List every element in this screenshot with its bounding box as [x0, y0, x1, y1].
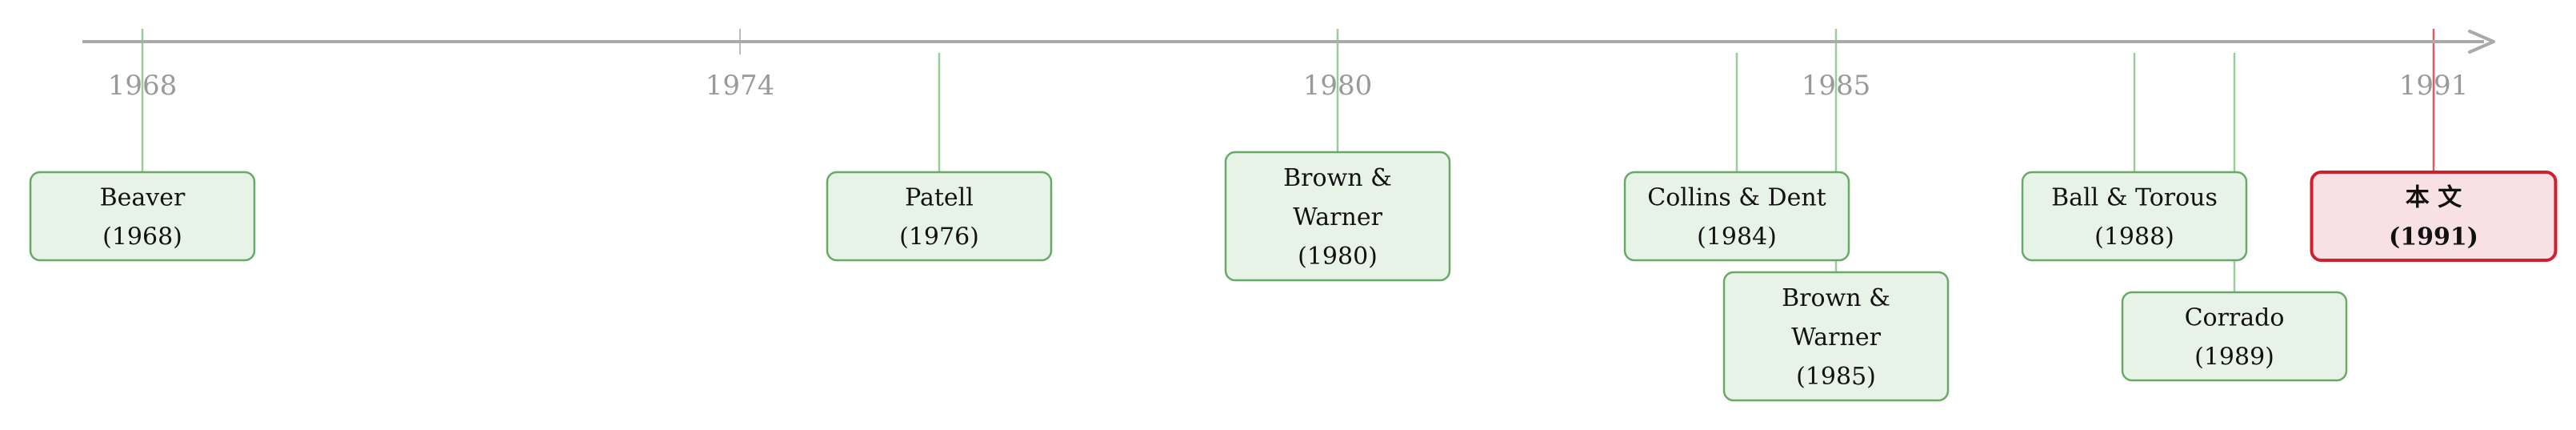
year-labels: 1968 1974 1980 1985 1991: [108, 70, 2469, 102]
box-line: (1984): [1697, 223, 1777, 251]
box-line: (1976): [899, 223, 979, 251]
box-line: (1968): [102, 223, 182, 251]
axis-arrowhead: [2468, 30, 2495, 54]
year-label-1968: 1968: [108, 70, 178, 102]
box-line: 本 文: [2406, 184, 2462, 212]
study-box-ball-torous-1988: Ball & Torous (1988): [2021, 171, 2248, 262]
year-label-1991: 1991: [2399, 70, 2469, 102]
timeline-axis: [82, 30, 2495, 54]
year-label-1985: 1985: [1802, 70, 1871, 102]
year-label-1974: 1974: [706, 70, 775, 102]
study-box-brown-warner-1980: Brown & Warner (1980): [1224, 151, 1451, 282]
box-frame: [2121, 291, 2348, 382]
box-frame: [2021, 171, 2248, 262]
box-line: Ball & Torous: [2051, 184, 2218, 212]
box-line: Corrado: [2185, 304, 2285, 332]
box-line: Collins & Dent: [1647, 184, 1826, 212]
study-box-brown-warner-1985: Brown & Warner (1985): [1722, 271, 1950, 402]
box-line: (1988): [2094, 223, 2174, 251]
box-frame-highlighted: [2310, 171, 2558, 262]
box-frame: [1224, 151, 1451, 282]
box-line: Beaver: [100, 184, 186, 212]
box-frame: [826, 171, 1053, 262]
box-line: Warner: [1791, 324, 1882, 352]
box-line: (1980): [1298, 243, 1378, 271]
box-line: Warner: [1293, 203, 1383, 231]
box-frame: [1722, 271, 1950, 402]
box-line: Brown &: [1283, 164, 1392, 192]
study-box-corrado-1989: Corrado (1989): [2121, 291, 2348, 382]
year-label-1980: 1980: [1303, 70, 1373, 102]
study-box-collins-dent-1984: Collins & Dent (1984): [1623, 171, 1850, 262]
box-line: (1989): [2194, 344, 2274, 372]
box-frame: [1623, 171, 1850, 262]
study-box-this-paper-1991: 本 文 (1991): [2310, 171, 2558, 262]
box-line: (1985): [1796, 363, 1876, 391]
box-line: Patell: [905, 184, 974, 212]
box-frame: [29, 171, 256, 262]
study-boxes: Beaver (1968) Patell (1976) Brown & Warn…: [29, 151, 2558, 402]
study-box-beaver-1968: Beaver (1968): [29, 171, 256, 262]
box-line: Brown &: [1782, 284, 1890, 312]
study-box-patell-1976: Patell (1976): [826, 171, 1053, 262]
box-line: (1991): [2389, 223, 2478, 251]
